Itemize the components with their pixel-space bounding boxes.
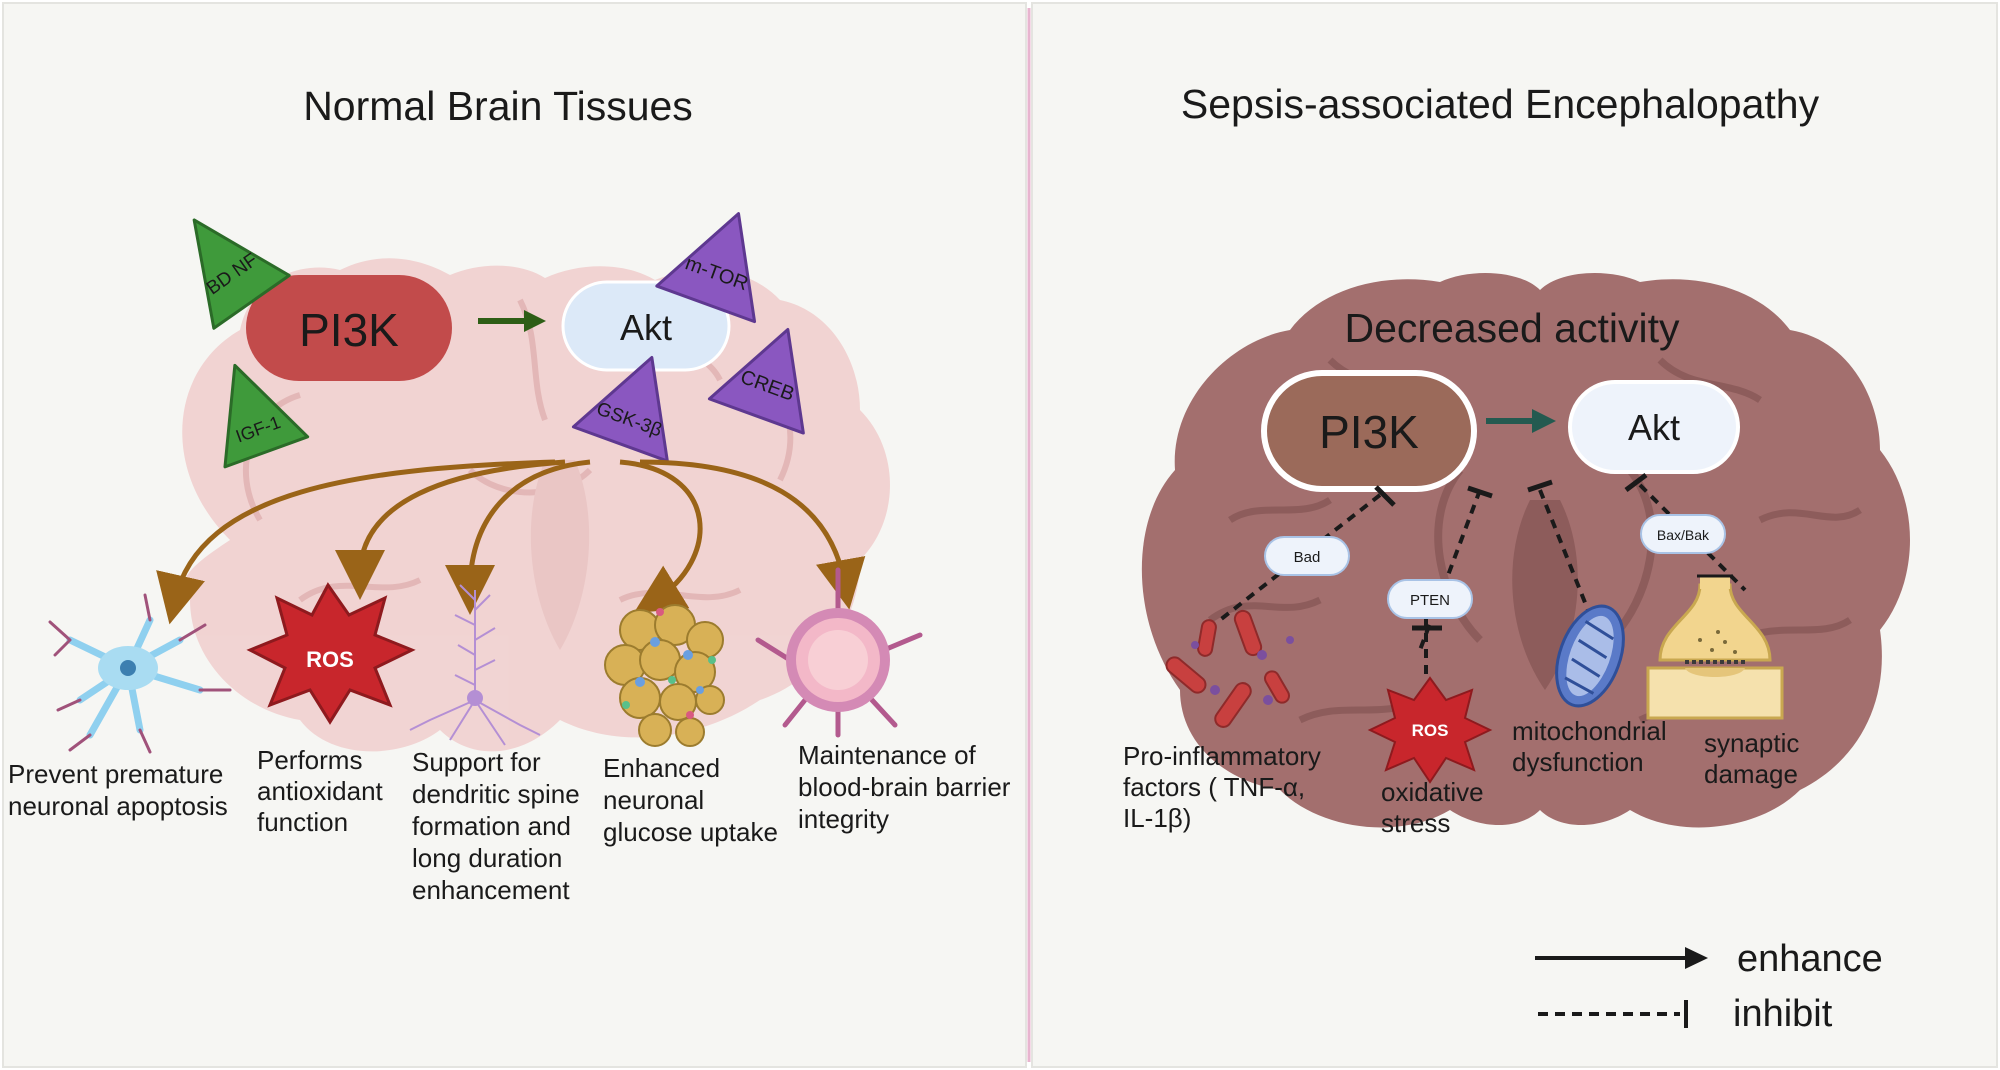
svg-text:Pro-inflammatory: Pro-inflammatory [1123,741,1321,771]
baxbak-pill: Bax/Bak [1640,514,1726,554]
creb-triangle: CREB [707,327,805,435]
outcome-label-dendritic: Support for dendritic spine formation an… [412,747,580,905]
pi3k-label-right: PI3K [1319,406,1419,458]
synapse-icon [1646,574,1784,720]
pi3k-label-left: PI3K [299,304,399,356]
ros-label-right: ROS [1412,721,1449,740]
pi3k-box-right: PI3K [1261,370,1477,492]
svg-text:antioxidant: antioxidant [257,776,384,806]
outcome-label-apoptosis: Prevent premature neuronal apoptosis [8,759,228,821]
arrow-to-dendritic [445,459,591,615]
enhance-arrow-pi3k-akt-right [1486,409,1556,433]
blood-brain-barrier-icon [755,567,923,738]
svg-text:integrity: integrity [798,804,889,834]
svg-text:neuronal apoptosis: neuronal apoptosis [8,791,228,821]
gsk3b-triangle: GSK-3β [571,355,669,463]
bad-pill: Bad [1264,536,1350,576]
igf1-triangle: IGF-1 [223,363,310,469]
svg-text:damage: damage [1704,759,1798,789]
arrow-to-glucose [619,459,703,614]
arrow-to-bbb [639,459,866,610]
svg-text:Enhanced: Enhanced [603,753,720,783]
left-panel-title: Normal Brain Tissues [303,83,693,129]
svg-text:oxidative: oxidative [1381,777,1484,807]
outcome-label-synaptic: synaptic damage [1704,728,1799,789]
svg-text:Prevent premature: Prevent premature [8,759,223,789]
akt-box-right: Akt [1568,380,1740,474]
outcome-label-mitochondrial: mitochondrial dysfunction [1512,716,1667,777]
svg-text:IL-1β): IL-1β) [1123,803,1191,833]
legend-enhance-arrow [1535,947,1708,969]
mtor-triangle: m-TOR [655,212,757,324]
svg-text:synaptic: synaptic [1704,728,1799,758]
right-panel-title: Sepsis-associated Encephalopathy [1181,81,1820,127]
ros-starburst-left: ROS [246,582,416,725]
dendritic-neuron-icon [409,584,541,746]
akt-label-left: Akt [620,307,672,348]
legend: enhance inhibit [1535,938,1883,1035]
svg-text:glucose uptake: glucose uptake [603,817,778,847]
svg-text:dysfunction: dysfunction [1512,747,1644,777]
svg-text:mitochondrial: mitochondrial [1512,716,1667,746]
svg-text:neuronal: neuronal [603,785,704,815]
bad-label: Bad [1294,549,1321,566]
svg-text:stress: stress [1381,808,1450,838]
inhibit-bars [1374,473,1648,631]
decreased-activity-label: Decreased activity [1345,305,1680,351]
legend-inhibit-line [1538,1000,1688,1028]
outcome-label-oxidative: oxidative stress [1381,777,1484,838]
baxbak-label: Bax/Bak [1657,527,1710,543]
inflammatory-cells-icon [1165,609,1294,728]
mitochondrion-icon [1555,604,1625,708]
svg-text:Support for: Support for [412,747,541,777]
svg-text:formation and: formation and [412,811,571,841]
glucose-cluster-icon [604,604,725,747]
bdnf-triangle: BD NF [192,218,291,330]
pi3k-box-left: PI3K [246,275,452,381]
outcome-label-glucose: Enhanced neuronal glucose uptake [603,753,778,847]
ros-label-left: ROS [306,647,354,672]
svg-text:function: function [257,807,348,837]
pten-label: PTEN [1410,592,1450,609]
outcome-label-bbb: Maintenance of blood-brain barrier integ… [798,740,1011,834]
svg-text:factors ( TNF-α,: factors ( TNF-α, [1123,772,1305,802]
svg-text:dendritic spine: dendritic spine [412,779,580,809]
legend-inhibit-label: inhibit [1733,993,1833,1035]
svg-text:long duration: long duration [412,843,562,873]
svg-text:blood-brain barrier: blood-brain barrier [798,772,1011,802]
arrow-to-apoptosis [156,459,556,625]
outcome-label-antioxidant: Performs antioxidant function [257,745,384,837]
pten-pill: PTEN [1387,579,1473,619]
enhance-arrow-pi3k-akt-left [478,310,546,332]
outcome-label-inflammatory: Pro-inflammatory factors ( TNF-α, IL-1β) [1123,741,1321,833]
ros-starburst-right: ROS [1367,676,1493,784]
svg-text:enhancement: enhancement [412,875,570,905]
svg-text:Maintenance of: Maintenance of [798,740,977,770]
svg-text:Performs: Performs [257,745,362,775]
akt-label-right: Akt [1628,407,1680,448]
neuron-icon [48,593,232,754]
legend-enhance-label: enhance [1737,938,1883,980]
brown-arrows [156,459,866,625]
arrow-to-ros [335,459,566,600]
